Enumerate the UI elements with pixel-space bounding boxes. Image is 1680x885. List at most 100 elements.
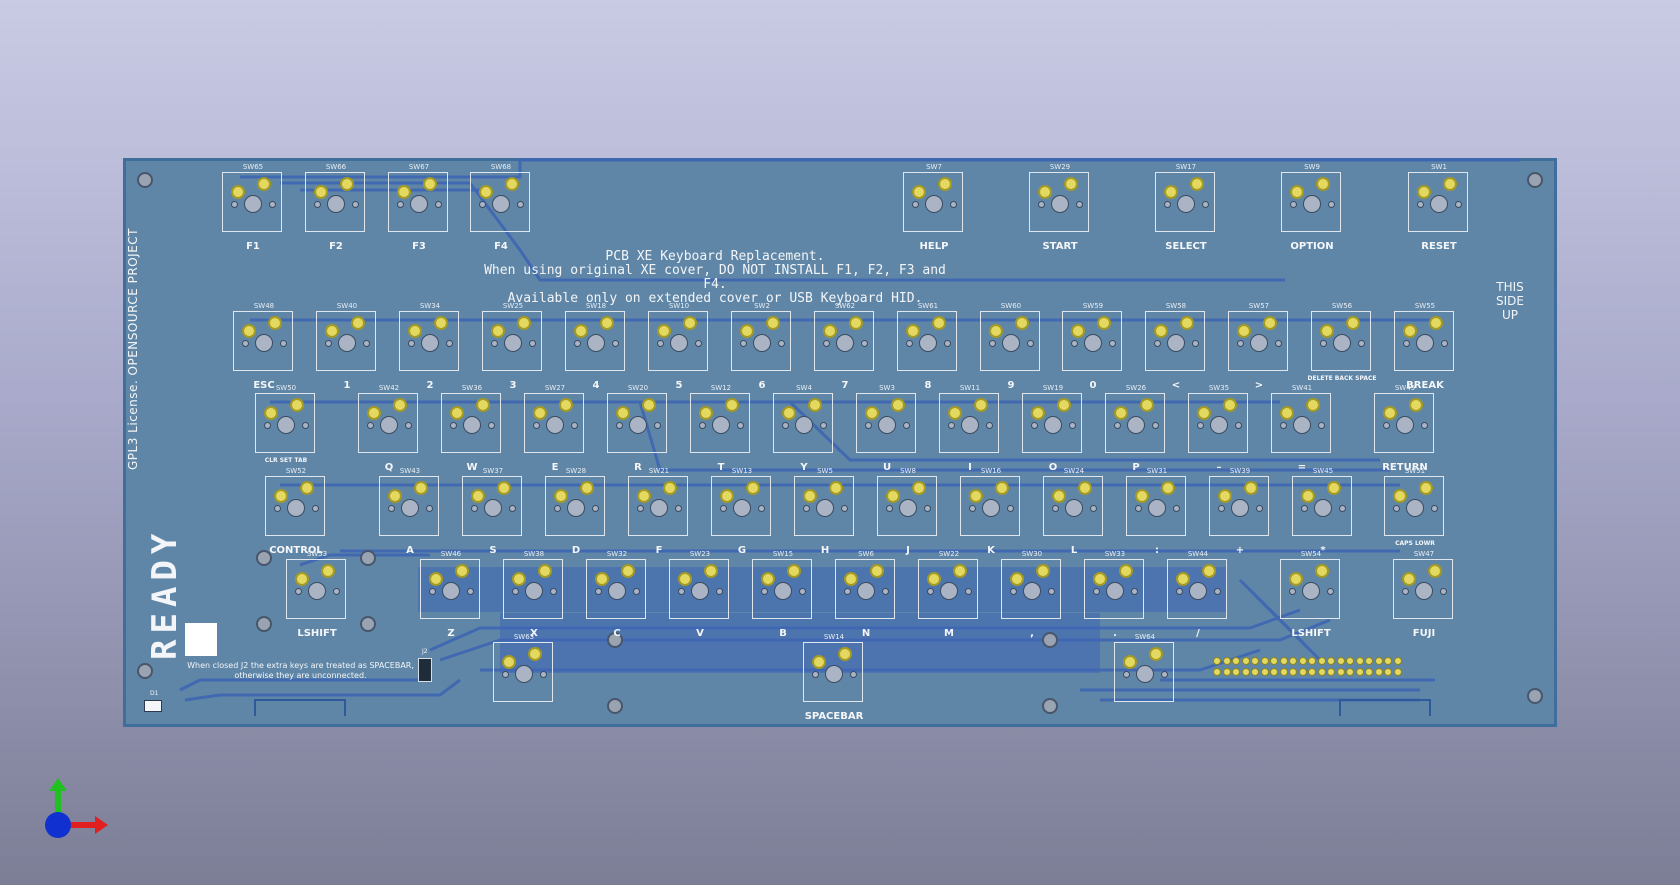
key-ref: SW6 bbox=[858, 550, 874, 558]
header-pin bbox=[1317, 668, 1326, 676]
solder-pad bbox=[1180, 316, 1194, 330]
center-hole bbox=[816, 499, 834, 517]
solder-pad bbox=[1190, 177, 1204, 191]
center-hole bbox=[1044, 416, 1062, 434]
key-label: = bbox=[1297, 462, 1307, 473]
info-line: When using original XE cover, DO NOT INS… bbox=[484, 263, 946, 292]
mounting-hole bbox=[1527, 688, 1543, 704]
solder-pad bbox=[1114, 406, 1128, 420]
center-hole bbox=[1430, 195, 1448, 213]
solder-pad bbox=[642, 398, 656, 412]
ready-logo: READY bbox=[145, 527, 185, 660]
mount-peg bbox=[269, 201, 276, 208]
solder-pad bbox=[1202, 564, 1216, 578]
info-line: PCB XE Keyboard Replacement. bbox=[605, 249, 825, 264]
solder-pad bbox=[766, 316, 780, 330]
solder-pad bbox=[434, 316, 448, 330]
license-text: GPL3 License. OPENSOURCE PROJECT bbox=[126, 228, 140, 470]
mount-peg bbox=[1093, 588, 1100, 595]
solder-pad bbox=[725, 398, 739, 412]
mount-peg bbox=[388, 505, 395, 512]
mount-peg bbox=[1383, 422, 1390, 429]
key-label: SPACEBAR bbox=[804, 711, 864, 722]
y-axis-arrow-icon bbox=[49, 778, 67, 791]
solder-pad bbox=[704, 564, 718, 578]
solder-pad bbox=[844, 572, 858, 586]
center-hole bbox=[504, 334, 522, 352]
mount-peg bbox=[737, 422, 744, 429]
solder-pad bbox=[580, 481, 594, 495]
mount-peg bbox=[812, 671, 819, 678]
center-hole bbox=[1231, 499, 1249, 517]
mount-peg bbox=[944, 340, 951, 347]
key-ref: SW22 bbox=[938, 550, 960, 558]
center-hole bbox=[1189, 582, 1207, 600]
j2-note: When closed J2 the extra keys are treate… bbox=[183, 661, 418, 681]
mount-peg bbox=[512, 588, 519, 595]
header-pin bbox=[1336, 668, 1345, 676]
mount-peg bbox=[1327, 588, 1334, 595]
solder-pad bbox=[1164, 185, 1178, 199]
key-ref: SW42 bbox=[378, 384, 400, 392]
center-hole bbox=[463, 416, 481, 434]
header-pin bbox=[1308, 668, 1316, 676]
board-info-text: PCB XE Keyboard Replacement. When using … bbox=[470, 250, 960, 306]
solder-pad bbox=[812, 655, 826, 669]
j2-note-line: otherwise they are unconnected. bbox=[234, 671, 367, 680]
key-ref: SW64 bbox=[1134, 633, 1156, 641]
solder-pad bbox=[314, 185, 328, 199]
mount-peg bbox=[1161, 671, 1168, 678]
header-pin bbox=[1213, 668, 1221, 676]
mount-peg bbox=[333, 588, 340, 595]
mount-peg bbox=[242, 340, 249, 347]
header-pin bbox=[1222, 657, 1231, 665]
header-pin bbox=[1327, 668, 1335, 676]
mount-peg bbox=[1069, 422, 1076, 429]
mount-peg bbox=[1393, 505, 1400, 512]
solder-pad bbox=[1154, 324, 1168, 338]
key-label: DELETE BACK SPACE bbox=[1307, 375, 1377, 382]
header-pin bbox=[1393, 668, 1402, 676]
solder-pad bbox=[1320, 324, 1334, 338]
center-hole bbox=[492, 195, 510, 213]
mount-peg bbox=[799, 588, 806, 595]
solder-pad bbox=[574, 324, 588, 338]
center-hole bbox=[1065, 499, 1083, 517]
mount-peg bbox=[426, 505, 433, 512]
center-hole bbox=[338, 334, 356, 352]
solder-pad bbox=[325, 324, 339, 338]
key-ref: SW3 bbox=[879, 384, 895, 392]
j2-ref: J2 bbox=[422, 648, 428, 655]
solder-pad bbox=[600, 316, 614, 330]
key-ref: SW40 bbox=[336, 302, 358, 310]
solder-pad bbox=[886, 489, 900, 503]
key-ref: SW43 bbox=[399, 467, 421, 475]
solder-pad bbox=[865, 406, 879, 420]
mount-peg bbox=[844, 588, 851, 595]
center-hole bbox=[1106, 582, 1124, 600]
mount-peg bbox=[554, 505, 561, 512]
solder-pad bbox=[1031, 406, 1045, 420]
key-label: BREAK bbox=[1406, 380, 1444, 391]
mount-peg bbox=[861, 340, 868, 347]
solder-pad bbox=[367, 406, 381, 420]
mounting-hole bbox=[360, 550, 376, 566]
mount-peg bbox=[989, 340, 996, 347]
solder-pad bbox=[808, 398, 822, 412]
solder-pad bbox=[1161, 481, 1175, 495]
solder-pad bbox=[906, 324, 920, 338]
solder-pad bbox=[479, 185, 493, 199]
